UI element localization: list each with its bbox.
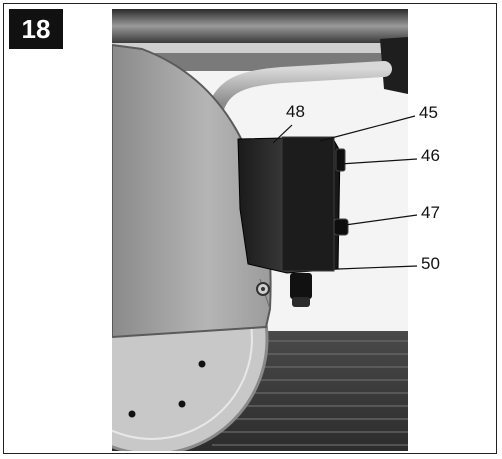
callout-46: 46 — [421, 146, 440, 165]
callout-47: 47 — [421, 203, 440, 222]
saw-photograph — [112, 9, 408, 451]
figure-number: 18 — [21, 13, 51, 44]
callout-50: 50 — [421, 254, 440, 273]
callout-48: 48 — [286, 102, 305, 121]
callout-45: 45 — [419, 103, 438, 122]
figure-number-badge: 18 — [9, 9, 63, 49]
